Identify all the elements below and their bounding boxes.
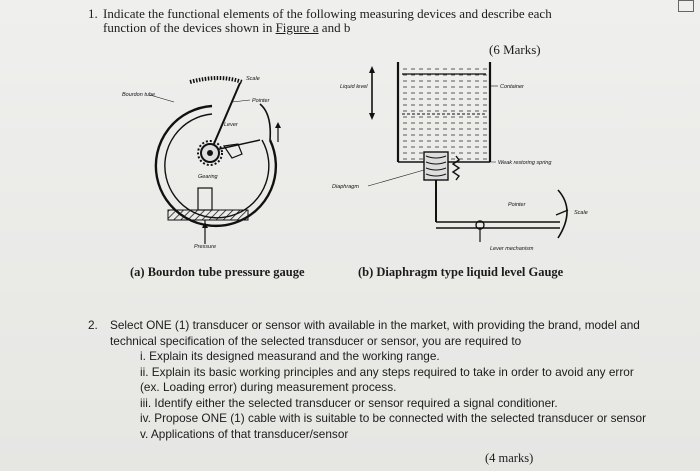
diaphragm-label: Diaphragm (332, 184, 359, 190)
figure-b-caption: (b) Diaphragm type liquid level Gauge (358, 265, 564, 279)
question-1-line2-post: and b (318, 20, 351, 35)
question-2-body: Select ONE (1) transducer or sensor with… (110, 318, 650, 442)
lever-label: Lever (224, 122, 239, 128)
spring-icon (451, 155, 461, 181)
question-2-item-1: i. Explain its designed measurand and th… (140, 349, 440, 363)
question-2-number: 2. (88, 318, 98, 332)
diaphragm-gauge-figure: Container Liquid level Weak restoring sp… (332, 62, 588, 252)
container-label: Container (500, 84, 525, 90)
figure-reference: Figure a (275, 20, 319, 35)
scale-label-a: Scale (246, 76, 260, 82)
bourdon-tube-label: Bourdon tube (122, 92, 155, 98)
bourdon-tube-figure: Bourdon tube Scale Pointer Lever Gearing… (122, 76, 281, 250)
figure-a-caption: (a) Bourdon tube pressure gauge (130, 265, 305, 279)
scale-arc (557, 189, 568, 239)
question-1-line2-pre: function of the devices shown in (103, 20, 276, 35)
question-1-line1: Indicate the functional elements of the … (103, 6, 552, 21)
question-2-item-5: v. Applications of that transducer/senso… (140, 426, 349, 441)
question-2-item-4: iv. Propose ONE (1) cable with is suitab… (140, 411, 646, 425)
bourdon-tube-outer (154, 104, 278, 228)
question-2-item-2: ii. Explain its basic working principles… (140, 364, 634, 395)
scale-label-b: Scale (574, 210, 588, 216)
question-2-marks: (4 marks) (485, 451, 534, 465)
gearing-label: Gearing (198, 174, 219, 180)
liquid-level-label: Liquid level (340, 84, 368, 90)
weak-spring-label: Weak restoring spring (498, 160, 552, 166)
pressure-label: Pressure (194, 244, 216, 250)
question-2-item-3: iii. Identify either the selected transd… (140, 395, 558, 410)
scale-ticks (189, 76, 243, 84)
bourdon-tube-inner (164, 113, 270, 219)
question-1-text: Indicate the functional elements of the … (103, 7, 603, 35)
page-corner-icon (678, 0, 694, 12)
question-1-number: 1. (88, 6, 98, 21)
question-2-intro: Select ONE (1) transducer or sensor with… (110, 318, 640, 348)
lever-mechanism-label: Lever mechanism (490, 246, 534, 252)
question-1-marks: (6 Marks) (489, 42, 541, 57)
pointer-label-a: Pointer (252, 98, 271, 104)
pointer-label-b: Pointer (508, 202, 527, 208)
